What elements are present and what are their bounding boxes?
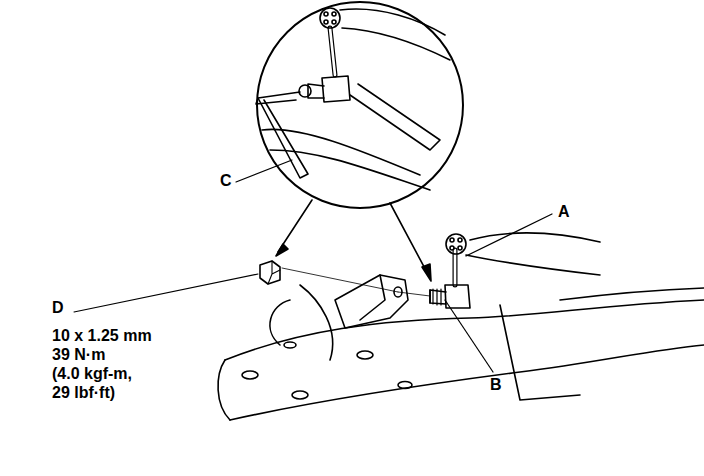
callout-letter: C (220, 171, 232, 190)
callout-letter: D (52, 298, 64, 317)
callout-letter: A (558, 202, 570, 221)
specification-text: 39 N·m (52, 345, 105, 364)
callout-letter: B (490, 375, 502, 394)
specification-text: (4.0 kgf-m, 29 lbf·ft) (52, 364, 146, 402)
specification-text: 10 x 1.25 mm (52, 326, 152, 345)
